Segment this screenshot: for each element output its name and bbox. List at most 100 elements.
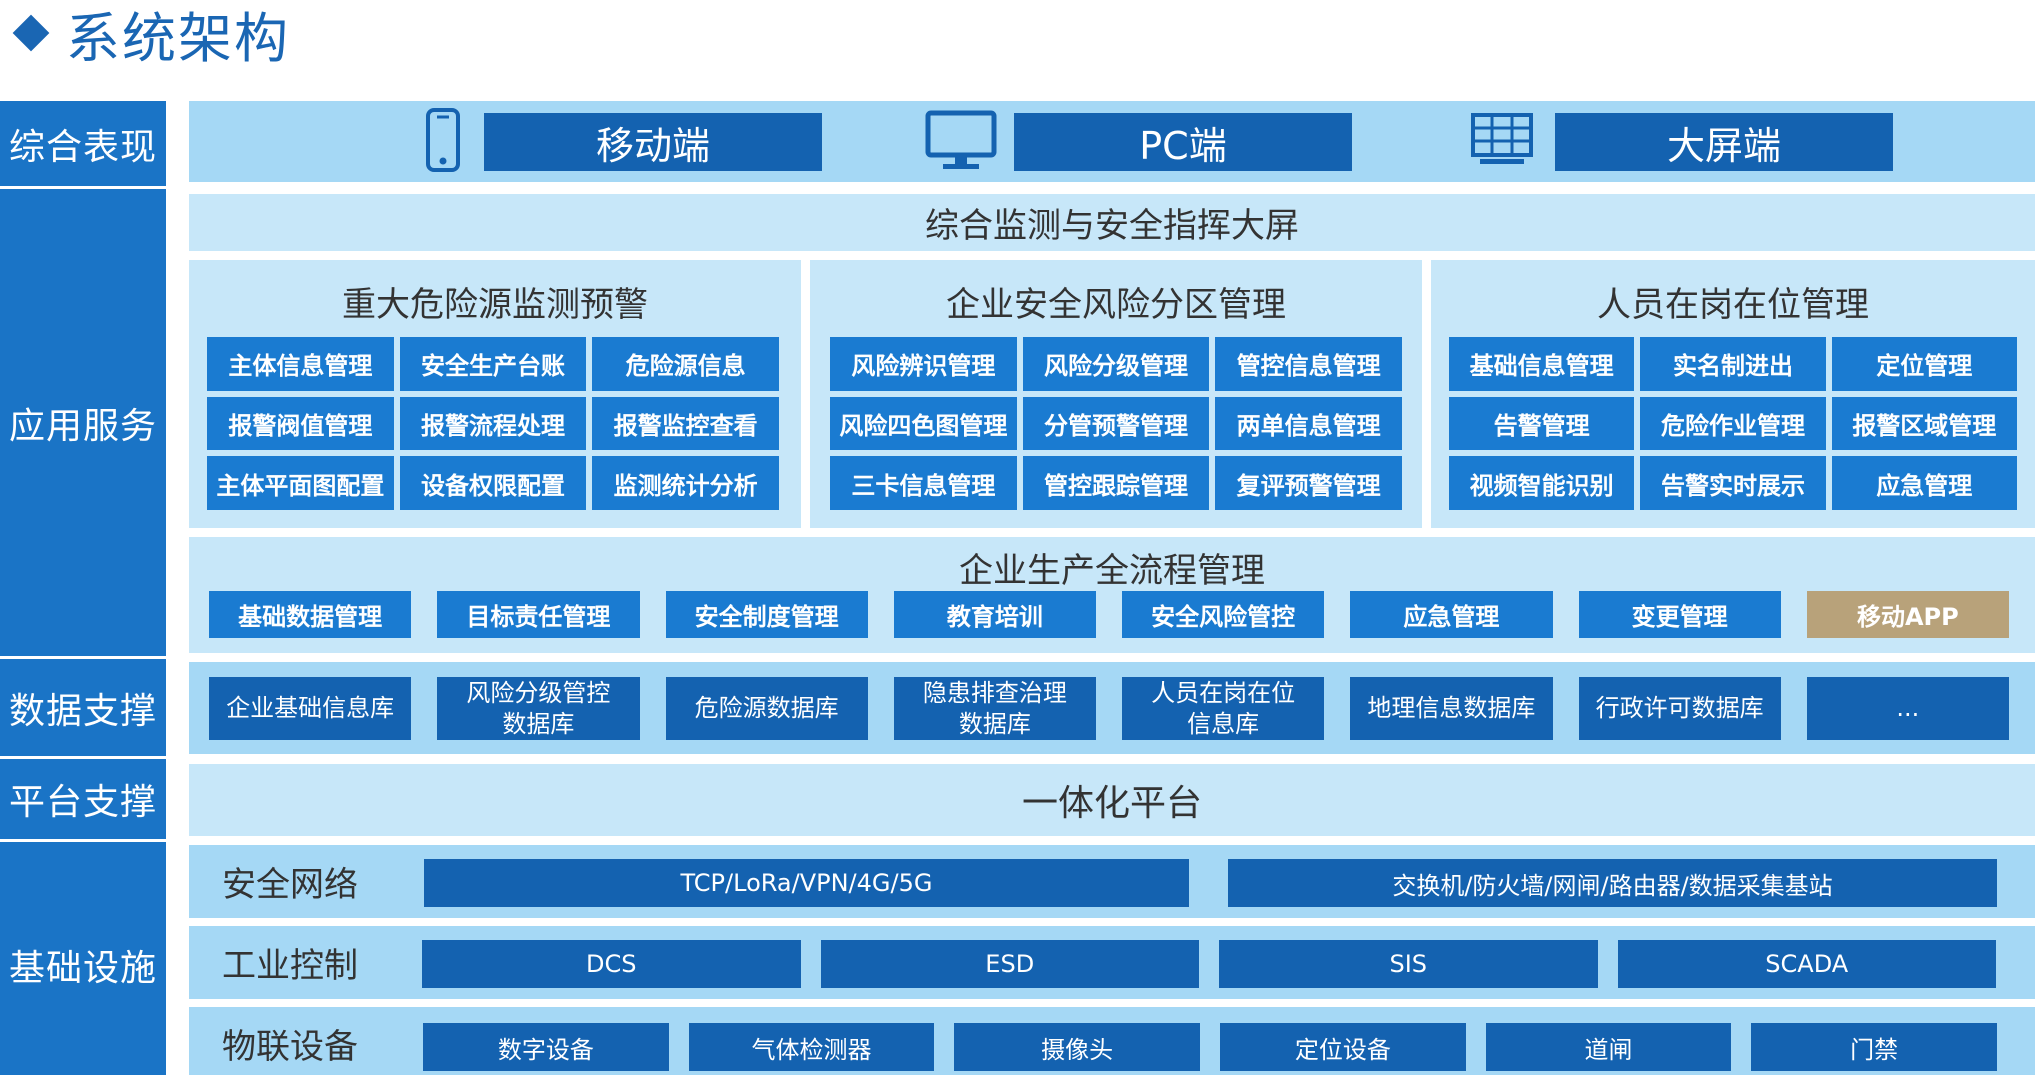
item: 管控跟踪管理 (1022, 456, 1210, 510)
database-item: 人员在岗在位 信息库 (1122, 677, 1325, 740)
presentation-bigscreen: 大屏端 (1555, 113, 1893, 171)
item: 基础信息管理 (1449, 337, 1635, 391)
panel-title: 重大危险源监测预警 (342, 284, 648, 325)
item: 主体平面图配置 (207, 456, 394, 510)
item: 告警实时展示 (1640, 456, 1826, 510)
infra-iot-item: 门禁 (1751, 1023, 1997, 1071)
process-item: 基础数据管理 (209, 591, 412, 638)
diamond-bullet-icon (12, 14, 50, 52)
item: 视频智能识别 (1449, 456, 1635, 510)
item: 风险分级管理 (1022, 337, 1210, 391)
database-item: ... (1806, 677, 2009, 740)
database-items: 企业基础信息库 风险分级管控 数据库 危险源数据库 隐患排查治理 数据库 人员在… (209, 677, 2009, 740)
infra-control-label: 工业控制 (222, 946, 358, 986)
item: 主体信息管理 (207, 337, 394, 391)
infra-iot-label: 物联设备 (222, 1027, 358, 1067)
item: 监测统计分析 (592, 456, 779, 510)
database-item: 行政许可数据库 (1578, 677, 1781, 740)
item: 定位管理 (1831, 337, 2017, 391)
infra-iot-item: 道闸 (1485, 1023, 1732, 1071)
item: 应急管理 (1831, 456, 2017, 510)
item: 危险源信息 (592, 337, 779, 391)
item: 报警监控查看 (592, 396, 779, 451)
infra-iot-band: 物联设备 数字设备 气体检测器 摄像头 定位设备 道闸 门禁 (189, 1007, 2035, 1075)
category-infrastructure-label: 基础设施 (8, 948, 157, 989)
panel-items: 风险辨识管理 风险分级管理 管控信息管理 风险四色图管理 分管预警管理 两单信息… (830, 337, 1402, 510)
infra-network-item: TCP/LoRa/VPN/4G/5G (424, 859, 1189, 907)
monitor-banner: 综合监测与安全指挥大屏 (189, 194, 2035, 251)
item: 告警管理 (1449, 396, 1635, 451)
item: 复评预警管理 (1215, 456, 1402, 510)
category-presentation: 综合表现 (0, 101, 166, 186)
process-title: 企业生产全流程管理 (959, 550, 1265, 591)
item: 报警阀值管理 (207, 396, 394, 451)
panel-process: 企业生产全流程管理 基础数据管理 目标责任管理 安全制度管理 教育培训 安全风险… (189, 537, 2035, 653)
presentation-bigscreen-label: 大屏端 (1666, 123, 1781, 168)
item: 三卡信息管理 (830, 456, 1017, 510)
infra-control-item: SCADA (1617, 940, 1996, 988)
database-item: 隐患排查治理 数据库 (893, 677, 1096, 740)
infra-network-label: 安全网络 (222, 865, 358, 905)
platform-label: 一体化平台 (1021, 783, 1202, 824)
monitor-icon (925, 110, 997, 172)
category-data: 数据支撑 (0, 659, 166, 756)
database-item: 企业基础信息库 (209, 677, 412, 740)
infra-iot-item: 摄像头 (954, 1023, 1200, 1071)
panel-items: 基础信息管理 实名制进出 定位管理 告警管理 危险作业管理 报警区域管理 视频智… (1449, 337, 2017, 510)
monitor-banner-label: 综合监测与安全指挥大屏 (925, 206, 1299, 246)
item: 设备权限配置 (399, 456, 587, 510)
presentation-pc-label: PC端 (1139, 123, 1227, 168)
category-platform: 平台支撑 (0, 759, 166, 839)
category-application: 应用服务 (0, 189, 166, 656)
item: 报警区域管理 (1831, 396, 2017, 451)
item: 两单信息管理 (1215, 396, 1402, 451)
item: 管控信息管理 (1215, 337, 1402, 391)
category-platform-label: 平台支撑 (8, 782, 157, 823)
database-item: 危险源数据库 (665, 677, 868, 740)
process-item: 变更管理 (1578, 591, 1781, 638)
infra-network-band: 安全网络 TCP/LoRa/VPN/4G/5G 交换机/防火墙/网闸/路由器/数… (189, 845, 2035, 918)
item: 风险四色图管理 (830, 396, 1017, 451)
infra-control-item: DCS (422, 940, 801, 988)
panel-title: 企业安全风险分区管理 (946, 284, 1286, 325)
infra-iot-item: 数字设备 (423, 1023, 669, 1071)
database-item: 地理信息数据库 (1350, 677, 1553, 740)
item: 分管预警管理 (1022, 396, 1210, 451)
process-item-mobile-app: 移动APP (1806, 591, 2009, 638)
category-application-label: 应用服务 (8, 405, 157, 447)
infra-iot-item: 定位设备 (1220, 1023, 1466, 1071)
mobile-phone-icon (425, 108, 461, 172)
item: 风险辨识管理 (830, 337, 1017, 391)
presentation-mobile-label: 移动端 (595, 123, 710, 168)
page-title-text: 系统架构 (66, 6, 290, 70)
infra-network-item: 交换机/防火墙/网闸/路由器/数据采集基站 (1228, 859, 1997, 907)
process-item: 目标责任管理 (437, 591, 640, 638)
category-infrastructure: 基础设施 (0, 842, 166, 1075)
process-items: 基础数据管理 目标责任管理 安全制度管理 教育培训 安全风险管控 应急管理 变更… (209, 591, 2009, 638)
panel-title: 人员在岗在位管理 (1597, 284, 1869, 325)
presentation-mobile: 移动端 (484, 113, 822, 171)
process-item: 安全风险管控 (1122, 591, 1325, 638)
item: 危险作业管理 (1640, 396, 1826, 451)
infra-control-items: DCS ESD SIS SCADA (422, 940, 1996, 988)
panel-personnel: 人员在岗在位管理 基础信息管理 实名制进出 定位管理 告警管理 危险作业管理 报… (1431, 260, 2035, 528)
panel-risk-zoning: 企业安全风险分区管理 风险辨识管理 风险分级管理 管控信息管理 风险四色图管理 … (810, 260, 1422, 528)
item: 实名制进出 (1640, 337, 1826, 391)
infra-iot-items: 数字设备 气体检测器 摄像头 定位设备 道闸 门禁 (423, 1023, 1997, 1071)
page-title: 系统架构 (8, 0, 290, 70)
panel-hazard-monitoring: 重大危险源监测预警 主体信息管理 安全生产台账 危险源信息 报警阀值管理 报警流… (189, 260, 801, 528)
infra-control-band: 工业控制 DCS ESD SIS SCADA (189, 926, 2035, 999)
database-item: 风险分级管控 数据库 (437, 677, 640, 740)
process-item: 安全制度管理 (665, 591, 868, 638)
infra-iot-item: 气体检测器 (688, 1023, 935, 1071)
platform-band: 一体化平台 (189, 764, 2035, 836)
category-presentation-label: 综合表现 (8, 126, 157, 168)
process-item: 应急管理 (1350, 591, 1553, 638)
item: 安全生产台账 (399, 337, 587, 391)
category-data-label: 数据支撑 (8, 690, 157, 732)
item: 报警流程处理 (399, 396, 587, 451)
panel-items: 主体信息管理 安全生产台账 危险源信息 报警阀值管理 报警流程处理 报警监控查看… (207, 337, 779, 510)
screen-grid-icon (1470, 112, 1534, 168)
data-band: 企业基础信息库 风险分级管控 数据库 危险源数据库 隐患排查治理 数据库 人员在… (189, 662, 2035, 754)
infra-control-item: ESD (820, 940, 1199, 988)
